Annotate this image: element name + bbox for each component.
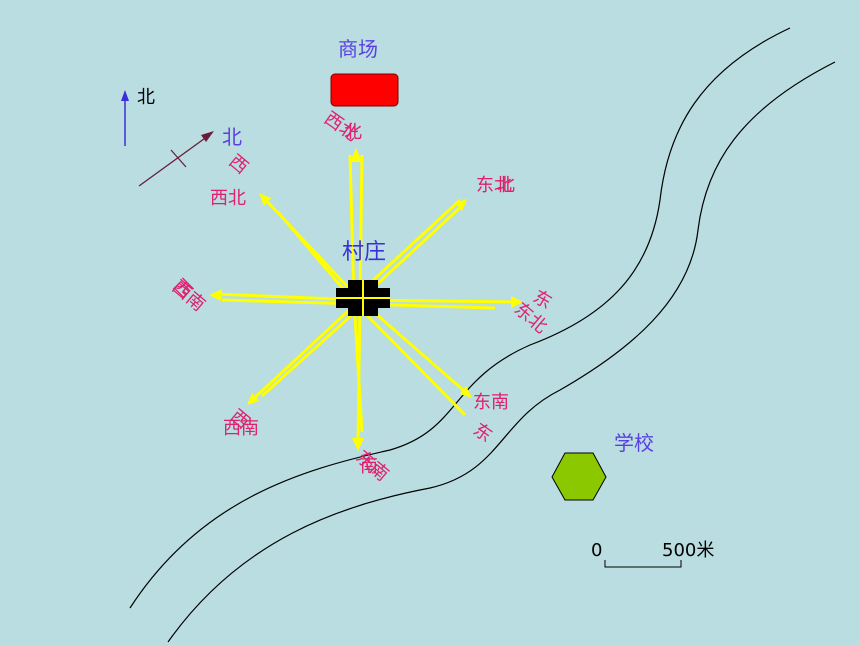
north-label-rotated: 北 — [222, 125, 242, 149]
mall-label: 商场 — [338, 37, 378, 61]
scale-end-label: 500米 — [662, 540, 714, 561]
mall-marker[interactable] — [330, 73, 399, 107]
arrow-southeast-a — [359, 298, 471, 398]
scale-bar: 0 500米 — [591, 540, 714, 568]
arrow-head-west-icon — [209, 289, 222, 301]
label-northeast-a: 东北 — [476, 175, 512, 196]
arrow-southwest-a — [248, 298, 362, 404]
school-marker[interactable] — [551, 452, 607, 501]
school-label: 学校 — [614, 431, 654, 455]
arrow-head-northwest-icon — [259, 193, 271, 206]
label-north-a: 北 — [344, 122, 362, 143]
arrow-head-northeast-icon — [455, 199, 467, 211]
village-marker[interactable] — [336, 280, 390, 316]
arrow-southwest-b — [260, 302, 366, 398]
arrow-south-b — [352, 299, 364, 433]
arrow-north-b — [348, 154, 356, 301]
label-southwest-a: 西南 — [223, 418, 259, 439]
river-bank-lower — [167, 61, 836, 643]
arrow-head-east-icon — [511, 296, 523, 308]
rotated-north-head-icon — [201, 131, 214, 142]
north-label-true: 北 — [137, 87, 155, 108]
river-bank-upper — [129, 27, 791, 609]
north-arrow-rotated: 北 — [138, 125, 242, 187]
label-northwest-b: 西北 — [210, 188, 246, 209]
arrow-southeast-b — [354, 302, 467, 417]
arrow-head-south-icon — [352, 438, 364, 451]
label-northeast-b: 北 — [497, 175, 515, 196]
arrow-north-a — [358, 154, 364, 301]
village-label: 村庄 — [342, 240, 386, 265]
arrow-head-southwest-icon — [247, 393, 259, 405]
arrow-head-southeast-icon — [460, 386, 472, 398]
arrow-head-north-icon — [350, 148, 362, 162]
north-arrow-true: 北 — [121, 87, 155, 146]
label-southeast-a: 东南 — [473, 392, 509, 413]
arrow-west-a — [213, 292, 361, 302]
scale-start-label: 0 — [591, 540, 602, 561]
north-arrow-head-icon — [121, 90, 129, 101]
label-south-b: 南 — [360, 456, 378, 477]
